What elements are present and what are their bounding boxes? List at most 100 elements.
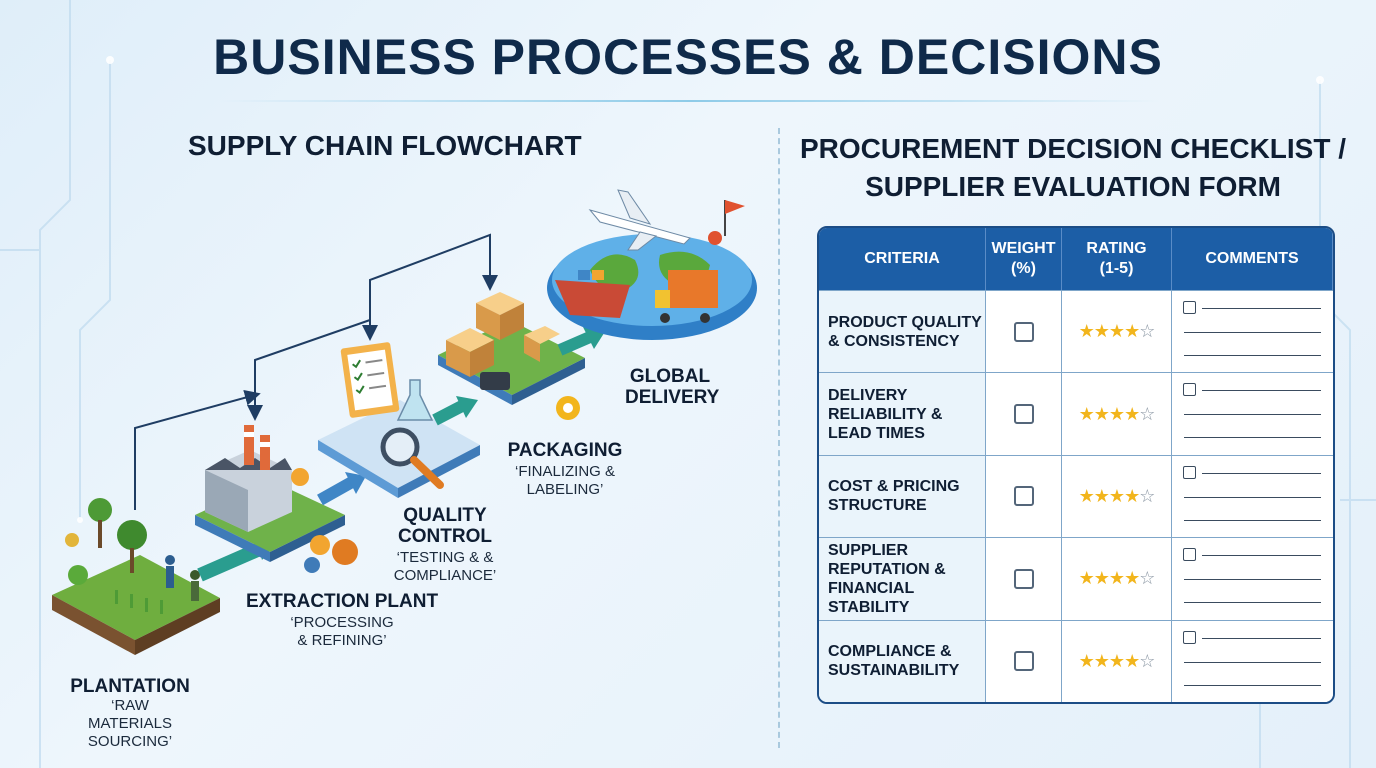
checklist-title: PROCUREMENT DECISION CHECKLIST / SUPPLIE… (799, 133, 1347, 202)
comment-checkbox[interactable] (1183, 630, 1196, 644)
star-filled-icon[interactable]: ★ (1078, 568, 1095, 589)
stage-desc: ‘PROCESSING & REFINING’ (290, 614, 394, 649)
star-filled-icon[interactable]: ★ (1124, 650, 1140, 671)
stage-name: GLOBAL DELIVERY (625, 366, 720, 408)
comment-line (1202, 390, 1321, 392)
star-filled-icon[interactable]: ★ (1124, 321, 1140, 342)
weight-checkbox[interactable] (1013, 404, 1034, 425)
weight-cell (986, 619, 1062, 702)
stage-global-delivery: GLOBAL DELIVERY (615, 366, 725, 408)
supplier-evaluation-table: CRITERIA WEIGHT (%) RATING (1-5) COMMENT… (817, 226, 1335, 704)
star-filled-icon[interactable]: ★ (1108, 403, 1125, 424)
comment-line (1202, 472, 1321, 474)
criteria-cell: SUPPLIER REPUTATION & FINANCIAL STABILIT… (819, 537, 986, 620)
flow-arrow-3 (432, 400, 465, 426)
star-filled-icon[interactable]: ★ (1093, 403, 1110, 424)
rating-stars[interactable]: ★★★★☆ (1078, 485, 1156, 507)
comments-cell[interactable] (1172, 372, 1333, 455)
comments-cell[interactable] (1172, 454, 1333, 538)
comments-cell[interactable] (1172, 619, 1333, 702)
rating-cell: ★★★★☆ (1062, 372, 1172, 455)
stage-desc: ‘RAW MATERIALS SOURCING’ (87, 697, 173, 750)
flow-arrow-2 (317, 476, 355, 506)
star-empty-icon[interactable]: ☆ (1139, 650, 1155, 671)
rating-stars[interactable]: ★★★★☆ (1078, 650, 1156, 672)
extraction-plant-illustration (195, 425, 358, 573)
rating-cell: ★★★★☆ (1062, 454, 1172, 538)
star-empty-icon[interactable]: ☆ (1139, 485, 1155, 506)
column-header-criteria: CRITERIA (819, 228, 986, 290)
title-underline (220, 100, 1160, 102)
stage-plantation: PLANTATION ‘RAW MATERIALS SOURCING’ (40, 676, 220, 751)
comment-line (1184, 496, 1321, 498)
criteria-cell: COST & PRICING STRUCTURE (819, 454, 986, 538)
star-filled-icon[interactable]: ★ (1093, 568, 1110, 589)
column-header-weight: WEIGHT (%) (986, 228, 1062, 290)
star-empty-icon[interactable]: ☆ (1139, 321, 1155, 342)
star-filled-icon[interactable]: ★ (1078, 485, 1095, 506)
comment-checkbox[interactable] (1183, 465, 1196, 479)
comment-line (1184, 332, 1321, 333)
star-filled-icon[interactable]: ★ (1078, 650, 1095, 671)
flowchart-title: SUPPLY CHAIN FLOWCHART (188, 130, 582, 161)
comment-line (1184, 414, 1321, 416)
criteria-cell: COMPLIANCE & SUSTAINABILITY (819, 619, 986, 702)
star-filled-icon[interactable]: ★ (1124, 568, 1140, 589)
comment-line (1202, 308, 1321, 309)
star-filled-icon[interactable]: ★ (1108, 485, 1125, 506)
stage-name: PLANTATION (70, 676, 190, 697)
star-filled-icon[interactable]: ★ (1078, 321, 1095, 342)
stage-quality-control: QUALITY CONTROL ‘TESTING & & COMPLIANCE’ (370, 505, 520, 585)
star-filled-icon[interactable]: ★ (1108, 568, 1125, 589)
star-filled-icon[interactable]: ★ (1124, 403, 1140, 424)
weight-checkbox[interactable] (1013, 321, 1034, 342)
stage-name: QUALITY CONTROL (398, 505, 492, 547)
rating-cell: ★★★★☆ (1062, 619, 1172, 702)
rating-cell: ★★★★☆ (1062, 290, 1172, 373)
star-filled-icon[interactable]: ★ (1108, 321, 1125, 342)
column-header-comments: COMMENTS (1172, 228, 1333, 290)
stage-name: EXTRACTION PLANT (245, 591, 439, 612)
stage-extraction-plant: EXTRACTION PLANT ‘PROCESSING & REFINING’ (232, 591, 452, 650)
stage-name: PACKAGING (507, 440, 623, 461)
rating-cell: ★★★★☆ (1062, 537, 1172, 620)
star-filled-icon[interactable]: ★ (1124, 485, 1140, 506)
comment-line (1184, 684, 1321, 686)
rating-stars[interactable]: ★★★★☆ (1078, 403, 1156, 425)
comment-line (1184, 355, 1321, 356)
comment-checkbox[interactable] (1183, 301, 1196, 314)
criteria-cell: DELIVERY RELIABILITY & LEAD TIMES (819, 372, 986, 455)
comment-line (1184, 661, 1321, 663)
page-title: BUSINESS PROCESSES & DECISIONS (213, 29, 1163, 85)
comments-cell[interactable] (1172, 290, 1333, 373)
comment-line (1184, 602, 1321, 604)
column-header-rating: RATING (1-5) (1062, 228, 1172, 290)
comment-line (1202, 637, 1321, 639)
comments-cell[interactable] (1172, 537, 1333, 620)
weight-cell (986, 537, 1062, 620)
comment-checkbox[interactable] (1183, 383, 1196, 397)
star-filled-icon[interactable]: ★ (1108, 650, 1125, 671)
star-filled-icon[interactable]: ★ (1078, 403, 1095, 424)
star-filled-icon[interactable]: ★ (1093, 650, 1110, 671)
rating-stars[interactable]: ★★★★☆ (1078, 321, 1156, 342)
star-empty-icon[interactable]: ☆ (1139, 568, 1155, 589)
weight-cell (986, 290, 1062, 373)
plantation-illustration (52, 498, 220, 655)
comment-line (1184, 437, 1321, 439)
comment-line (1202, 555, 1321, 557)
rating-stars[interactable]: ★★★★☆ (1078, 568, 1156, 589)
star-empty-icon[interactable]: ☆ (1139, 403, 1155, 424)
weight-checkbox[interactable] (1013, 568, 1034, 589)
stage-desc: ‘TESTING & & COMPLIANCE’ (393, 549, 497, 584)
comment-checkbox[interactable] (1183, 548, 1196, 562)
flow-arrow-4 (557, 331, 593, 356)
star-filled-icon[interactable]: ★ (1093, 485, 1110, 506)
stage-desc: ‘FINALIZING & LABELING’ (515, 463, 616, 498)
supply-chain-flowchart (52, 189, 757, 655)
weight-cell (986, 372, 1062, 455)
packaging-illustration (438, 292, 585, 420)
star-filled-icon[interactable]: ★ (1093, 321, 1110, 342)
weight-checkbox[interactable] (1013, 651, 1034, 672)
weight-checkbox[interactable] (1013, 486, 1034, 507)
